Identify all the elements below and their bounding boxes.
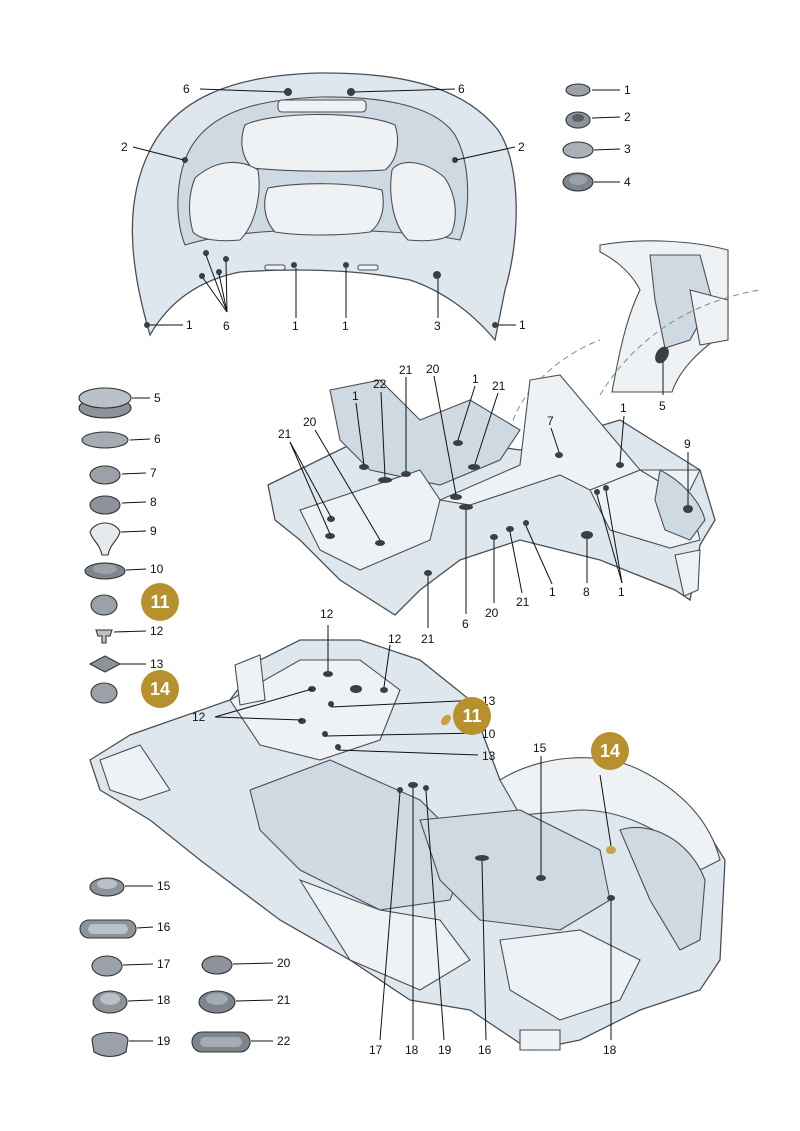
hood-callout: 2 [121, 140, 128, 154]
key-label: 10 [150, 562, 164, 576]
underbody-callout: 12 [320, 607, 334, 621]
highlight-badge: 14 [600, 741, 620, 761]
floor-callout: 9 [684, 437, 691, 451]
underbody-callout: 18 [603, 1043, 617, 1057]
highlight-badge: 14 [150, 679, 170, 699]
key-label: 5 [154, 391, 161, 405]
key-label: 13 [150, 657, 164, 671]
floor-callout: 21 [492, 379, 506, 393]
key-label: 15 [157, 879, 171, 893]
key-label: 7 [150, 466, 157, 480]
underbody-assembly [89, 639, 726, 1051]
key-label: 2 [624, 110, 631, 124]
underbody-callout: 18 [405, 1043, 419, 1057]
plug-key-bottom: 15 16 17 18 19 20 21 22 [79, 877, 291, 1058]
floor-callout: 22 [373, 377, 387, 391]
key-label: 19 [157, 1034, 171, 1048]
key-label: 16 [157, 920, 171, 934]
plug-key-left: 5 6 7 8 9 10 12 13 11 14 [78, 387, 179, 708]
floor-callout: 21 [516, 595, 530, 609]
floor-callout: 1 [472, 372, 479, 386]
key-label: 20 [277, 956, 291, 970]
underbody-callout: 16 [478, 1043, 492, 1057]
hood-panel [131, 72, 517, 342]
underbody-callout: 12 [388, 632, 402, 646]
hood-callout: 1 [342, 319, 349, 333]
highlight-badge: 11 [150, 592, 169, 612]
hood-labels: 6 6 2 2 1 1 1 3 6 1 [121, 82, 526, 333]
hood-callout: 1 [186, 318, 193, 332]
front-floor-assembly [267, 374, 716, 616]
hood-callout: 6 [458, 82, 465, 96]
floor-callout: 21 [399, 363, 413, 377]
underbody-callout: 17 [369, 1043, 383, 1057]
hood-callout: 1 [292, 319, 299, 333]
underbody-callout: 10 [482, 727, 496, 741]
underbody-leaders [214, 625, 612, 1041]
key-label: 9 [150, 524, 157, 538]
floor-callout: 1 [618, 585, 625, 599]
hood-callout: 1 [519, 318, 526, 332]
front-floor-leaders [289, 375, 689, 628]
floor-callout: 20 [303, 415, 317, 429]
key-label: 21 [277, 993, 291, 1007]
floor-callout: 1 [620, 401, 627, 415]
underbody-callout: 12 [192, 710, 206, 724]
plug-key-top: 1 2 3 4 [562, 83, 631, 192]
hood-leaders [132, 88, 516, 326]
key-label: 12 [150, 624, 164, 638]
key-label: 1 [624, 83, 631, 97]
a-pillar-callout: 5 [659, 399, 666, 413]
floor-callout: 20 [485, 606, 499, 620]
key-label: 6 [154, 432, 161, 446]
floor-callout: 21 [421, 632, 435, 646]
floor-callout: 8 [583, 585, 590, 599]
hood-callout: 6 [223, 319, 230, 333]
underbody-labels: 12 12 12 13 10 13 15 17 18 19 16 18 11 1… [192, 607, 629, 1057]
key-label: 4 [624, 175, 631, 189]
floor-callout: 6 [462, 617, 469, 631]
key-label: 8 [150, 495, 157, 509]
floor-callout: 1 [352, 389, 359, 403]
highlight-badge: 11 [462, 706, 481, 726]
underbody-callout: 13 [482, 749, 496, 763]
underbody-callout: 15 [533, 741, 547, 755]
front-floor-labels: 1 22 21 20 1 21 21 20 7 1 9 6 20 21 1 8 … [278, 362, 691, 646]
key-label: 3 [624, 142, 631, 156]
floor-callout: 7 [547, 414, 554, 428]
hood-callout: 6 [183, 82, 190, 96]
floor-callout: 21 [278, 427, 292, 441]
floor-callout: 1 [549, 585, 556, 599]
hood-callout: 2 [518, 140, 525, 154]
key-label: 17 [157, 957, 171, 971]
underbody-callout: 19 [438, 1043, 452, 1057]
key-label: 18 [157, 993, 171, 1007]
hood-callout: 3 [434, 319, 441, 333]
a-pillar-detail: 5 [509, 240, 761, 431]
key-label: 22 [277, 1034, 291, 1048]
floor-callout: 20 [426, 362, 440, 376]
